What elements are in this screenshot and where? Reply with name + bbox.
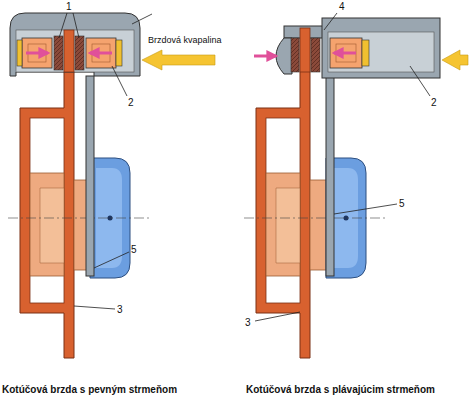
figure-caption: Kotúčová brzda s pevným strmeňom [2,384,177,395]
callout-number: 2 [128,97,134,108]
callout-number: 4 [339,1,345,12]
callout-number: 2 [431,97,437,108]
callout-number: 3 [117,304,123,315]
callout-number: 3 [245,317,251,328]
callout-number: 5 [131,244,137,255]
leader-lines [59,13,430,321]
callout-number: 1 [66,1,72,12]
figure-caption: Kotúčová brzda s plávajúcim strmeňom [246,384,435,395]
callout-number: 5 [399,198,405,209]
fluid-label: Brzdová kvapalina [148,36,222,46]
